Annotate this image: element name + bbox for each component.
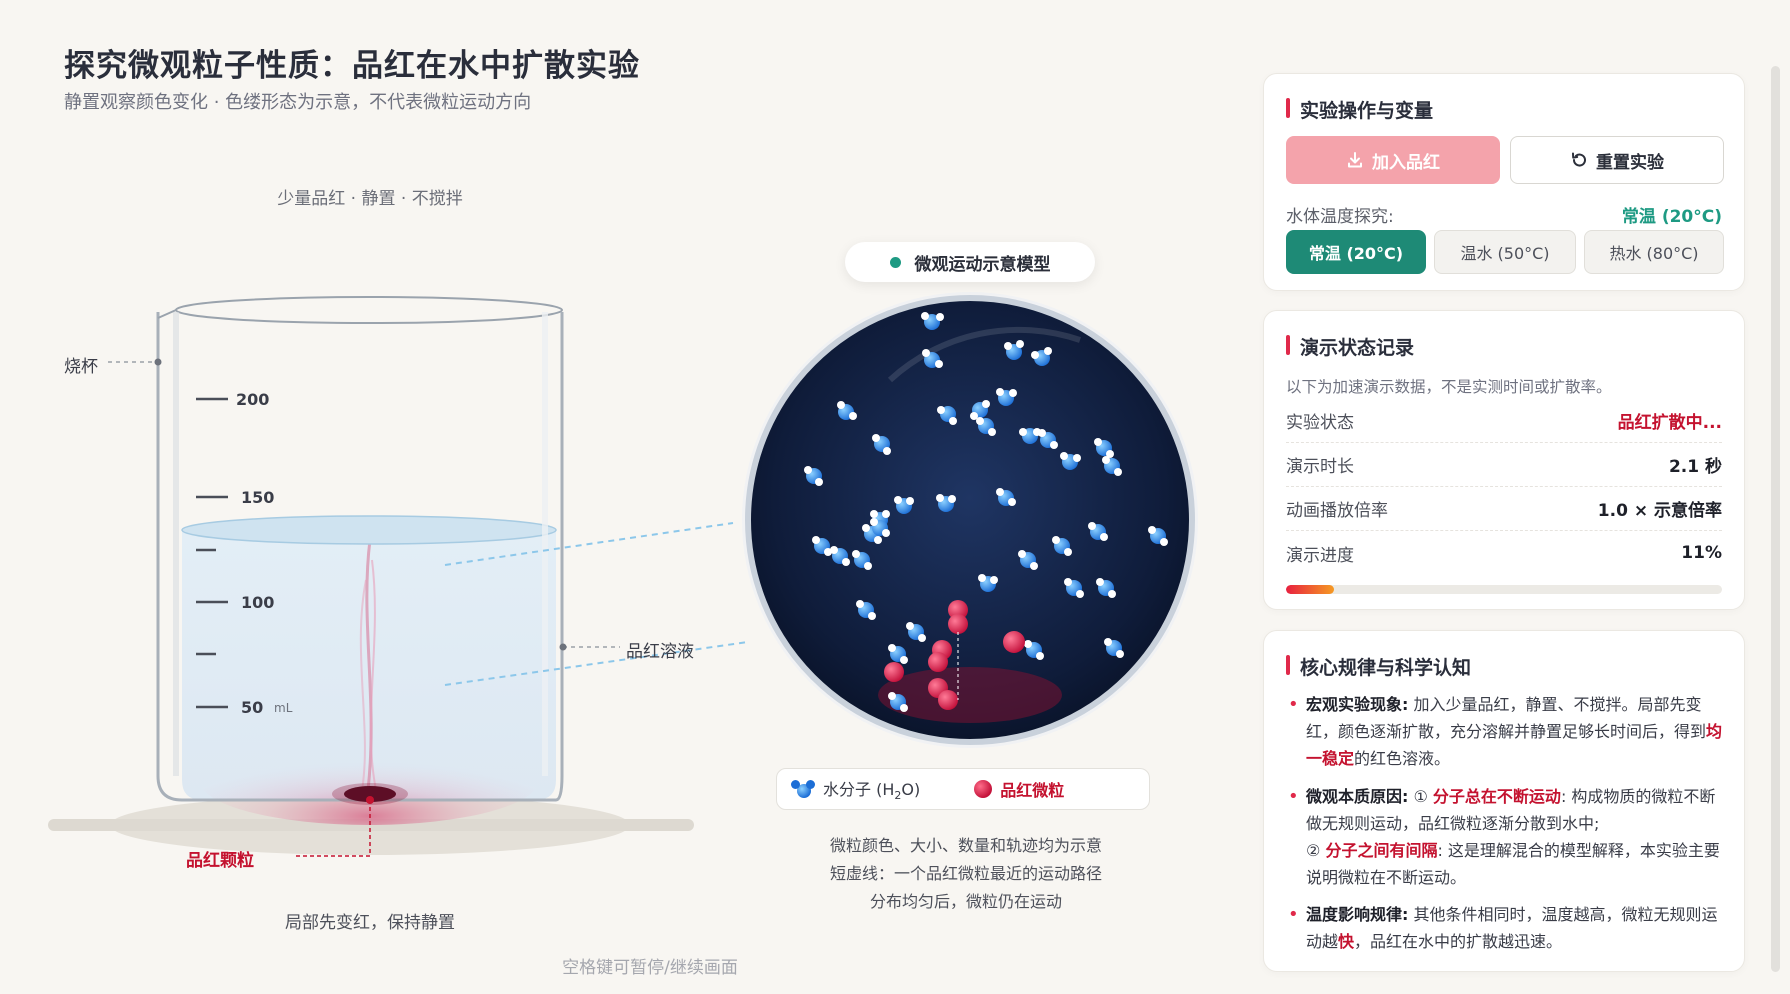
status-row: 演示进度 11% bbox=[1286, 531, 1722, 575]
scale-100: 100 bbox=[241, 593, 275, 612]
keyboard-hint: 空格键可暂停/继续画面 bbox=[562, 958, 738, 978]
laws-panel: 核心规律与科学认知 宏观实验现象: 加入少量品红，静置、不搅拌。局部先变红，颜色… bbox=[1263, 630, 1745, 972]
status-value: 品红扩散中... bbox=[1617, 413, 1722, 433]
status-title: 演示状态记录 bbox=[1286, 333, 1414, 360]
law-micro: 微观本质原因: ① 分子总在不断运动: 构成物质的微粒不断做无规则运动，品红微粒… bbox=[1286, 783, 1724, 891]
scale-150: 150 bbox=[241, 488, 275, 507]
laws-title: 核心规律与科学认知 bbox=[1286, 653, 1471, 680]
status-key: 演示进度 bbox=[1286, 545, 1354, 566]
status-key: 演示时长 bbox=[1286, 457, 1354, 477]
status-panel: 演示状态记录 以下为加速演示数据，不是实测时间或扩散率。 实验状态 品红扩散中.… bbox=[1263, 310, 1745, 610]
beaker-caption: 少量品红 · 静置 · 不搅拌 bbox=[277, 189, 463, 209]
status-row: 演示时长 2.1 秒 bbox=[1286, 443, 1722, 487]
status-row: 动画播放倍率 1.0 × 示意倍率 bbox=[1286, 487, 1722, 531]
beaker-status: 局部先变红，保持静置 bbox=[285, 913, 455, 933]
model-notes: 微粒颜色、大小、数量和轨迹均为示意 短虚线：一个品红微粒最近的运动路径 分布均匀… bbox=[780, 832, 1152, 916]
label-particle: 品红颗粒 bbox=[186, 851, 254, 871]
dye-particle-icon bbox=[974, 780, 993, 798]
water-molecule-icon bbox=[791, 780, 815, 798]
controls-panel: 实验操作与变量 加入品红 重置实验 水体温度探究: 常温 (20°C) 常温 (… bbox=[1263, 73, 1745, 291]
controls-title: 实验操作与变量 bbox=[1286, 96, 1433, 123]
progress-bar bbox=[1286, 585, 1722, 594]
label-solution: 品红溶液 bbox=[626, 642, 694, 662]
progress-fill bbox=[1286, 585, 1334, 594]
temp-option-room[interactable]: 常温 (20°C) bbox=[1286, 230, 1426, 274]
temp-option-hot[interactable]: 热水 (80°C) bbox=[1584, 230, 1724, 274]
experiment-stage: 少量品红 · 静置 · 不搅拌 bbox=[48, 189, 1195, 978]
legend-water: 水分子 (H2O) bbox=[791, 776, 920, 802]
add-dye-label: 加入品红 bbox=[1372, 152, 1440, 173]
law-macro: 宏观实验现象: 加入少量品红，静置、不搅拌。局部先变红，颜色逐渐扩散，充分溶解并… bbox=[1286, 691, 1724, 772]
particle-legend: 水分子 (H2O) 品红微粒 bbox=[776, 768, 1150, 810]
model-title-text: 微观运动示意模型 bbox=[914, 254, 1051, 275]
reset-button[interactable]: 重置实验 bbox=[1510, 136, 1724, 184]
status-row: 实验状态 品红扩散中... bbox=[1286, 399, 1722, 443]
add-dye-button[interactable]: 加入品红 bbox=[1286, 136, 1500, 184]
model-dot-icon bbox=[889, 256, 901, 268]
model-note: 分布均匀后，微粒仍在运动 bbox=[869, 892, 1062, 911]
status-key: 动画播放倍率 bbox=[1286, 501, 1388, 521]
legend-dye: 品红微粒 bbox=[974, 777, 1064, 801]
temp-option-warm[interactable]: 温水 (50°C) bbox=[1434, 230, 1576, 274]
model-note: 短虚线：一个品红微粒最近的运动路径 bbox=[829, 864, 1102, 883]
scale-50: 50 bbox=[241, 698, 264, 717]
model-note: 微粒颜色、大小、数量和轨迹均为示意 bbox=[829, 836, 1102, 855]
reset-icon bbox=[1572, 152, 1586, 167]
scale-unit: mL bbox=[274, 701, 293, 715]
reset-label: 重置实验 bbox=[1596, 152, 1664, 173]
scrollbar[interactable] bbox=[1771, 66, 1780, 972]
temperature-label: 水体温度探究: bbox=[1286, 207, 1394, 227]
status-note: 以下为加速演示数据，不是实测时间或扩散率。 bbox=[1286, 378, 1612, 396]
temperature-value: 常温 (20°C) bbox=[1621, 207, 1722, 227]
download-icon bbox=[1348, 152, 1362, 168]
beaker-illustration bbox=[48, 295, 1195, 857]
page-title: 探究微观粒子性质：品红在水中扩散实验 bbox=[64, 48, 640, 84]
page-subtitle: 静置观察颜色变化 · 色缕形态为示意，不代表微粒运动方向 bbox=[64, 92, 532, 113]
status-value: 11% bbox=[1681, 543, 1722, 563]
legend-dye-label: 品红微粒 bbox=[1000, 781, 1065, 800]
legend-water-label: 水分子 (H2O) bbox=[823, 779, 921, 803]
model-title: 微观运动示意模型 bbox=[845, 242, 1095, 282]
status-value: 2.1 秒 bbox=[1668, 457, 1722, 477]
scale-200: 200 bbox=[236, 390, 270, 409]
status-key: 实验状态 bbox=[1286, 413, 1354, 433]
label-beaker: 烧杯 bbox=[64, 357, 98, 377]
status-value: 1.0 × 示意倍率 bbox=[1597, 501, 1722, 521]
law-temperature: 温度影响规律: 其他条件相同时，温度越高，微粒无规则运动越快，品红在水中的扩散越… bbox=[1286, 901, 1724, 955]
